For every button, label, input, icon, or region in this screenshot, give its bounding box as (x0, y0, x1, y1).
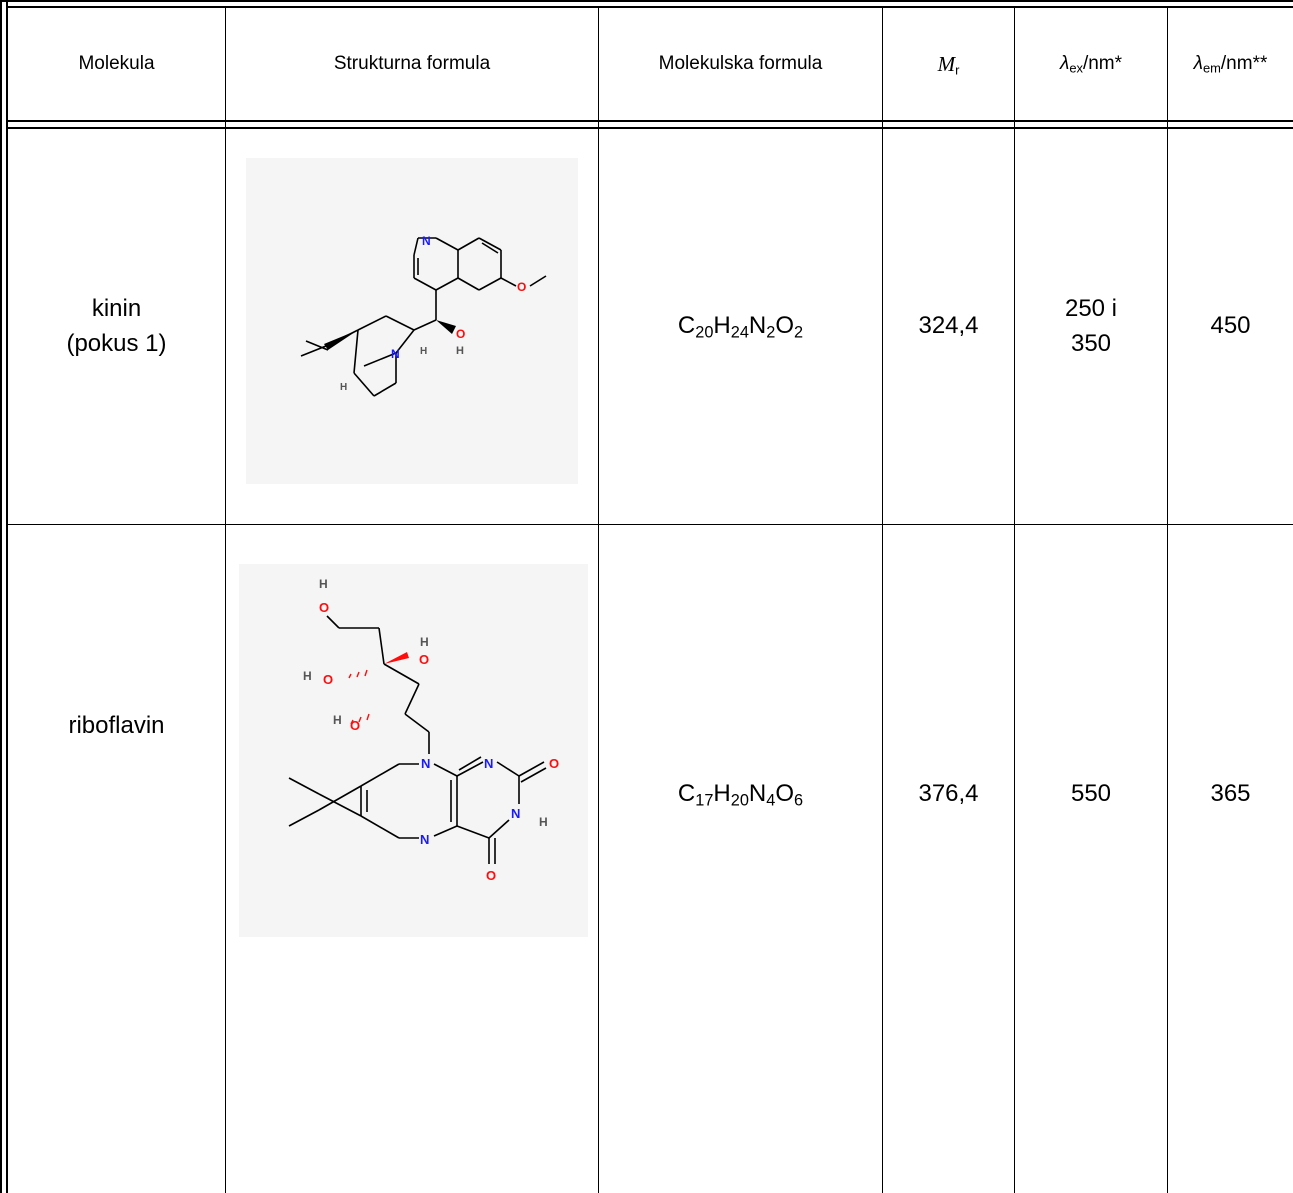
header-strukturna-formula: Strukturna formula (333, 53, 491, 75)
svg-text:H: H (319, 577, 328, 591)
svg-text:O: O (319, 600, 329, 615)
header-lambda-em: λem/nm** (1193, 53, 1268, 76)
top-border-inner (6, 6, 1293, 8)
svg-text:N: N (421, 756, 430, 771)
svg-text:N: N (511, 806, 520, 821)
left-border-outer (0, 0, 2, 1193)
left-border-inner (6, 0, 8, 1193)
riboflavin-mr: 376,4 (918, 779, 979, 807)
kinin-name: kinin (pokus 1) (66, 294, 167, 357)
header-molekulska-formula: Molekulska formula (658, 53, 823, 75)
svg-text:N: N (420, 832, 429, 847)
svg-text:O: O (419, 652, 429, 667)
col-divider-2 (598, 6, 599, 1193)
riboflavin-lambda-em: 365 (1210, 779, 1251, 807)
svg-text:O: O (517, 280, 526, 294)
kinin-mr: 324,4 (918, 312, 979, 340)
svg-text:H: H (303, 669, 312, 683)
svg-text:H: H (340, 382, 347, 393)
kinin-structure-image: N O O H N H H (246, 158, 578, 484)
header-divider-2 (6, 127, 1293, 129)
svg-text:N: N (484, 756, 493, 771)
svg-text:O: O (350, 718, 360, 733)
kinin-lambda-em: 450 (1210, 312, 1251, 340)
kinin-lambda-ex: 250 i 350 (1064, 294, 1118, 357)
svg-text:O: O (486, 868, 496, 883)
svg-text:N: N (422, 234, 431, 248)
row-divider (6, 524, 1293, 525)
col-divider-5 (1167, 6, 1168, 1193)
svg-text:H: H (539, 815, 548, 829)
svg-text:H: H (420, 635, 429, 649)
header-molekula: Molekula (78, 53, 155, 75)
header-divider-1 (6, 120, 1293, 122)
riboflavin-lambda-ex: 550 (1070, 779, 1112, 807)
svg-text:O: O (549, 756, 559, 771)
riboflavin-formula: C17H20N4O6 (677, 779, 804, 810)
riboflavin-name: riboflavin (68, 711, 165, 739)
col-divider-1 (225, 6, 226, 1193)
kinin-structure-svg: N O O H N H H (300, 234, 547, 397)
svg-text:O: O (456, 327, 465, 341)
header-lambda-ex: λex/nm* (1059, 53, 1123, 76)
header-mr: Mr (937, 51, 960, 78)
svg-text:H: H (333, 713, 342, 727)
svg-text:N: N (391, 347, 400, 361)
riboflavin-structure-svg: H O H O H O H O N N O N H N O (288, 577, 559, 883)
svg-text:O: O (323, 672, 333, 687)
svg-text:H: H (456, 345, 464, 357)
top-border-outer (0, 0, 1293, 2)
col-divider-3 (882, 6, 883, 1193)
riboflavin-structure-image: H O H O H O H O N N O N H N O (239, 564, 588, 937)
svg-text:H: H (420, 346, 427, 357)
kinin-formula: C20H24N2O2 (677, 312, 804, 342)
col-divider-4 (1014, 6, 1015, 1193)
